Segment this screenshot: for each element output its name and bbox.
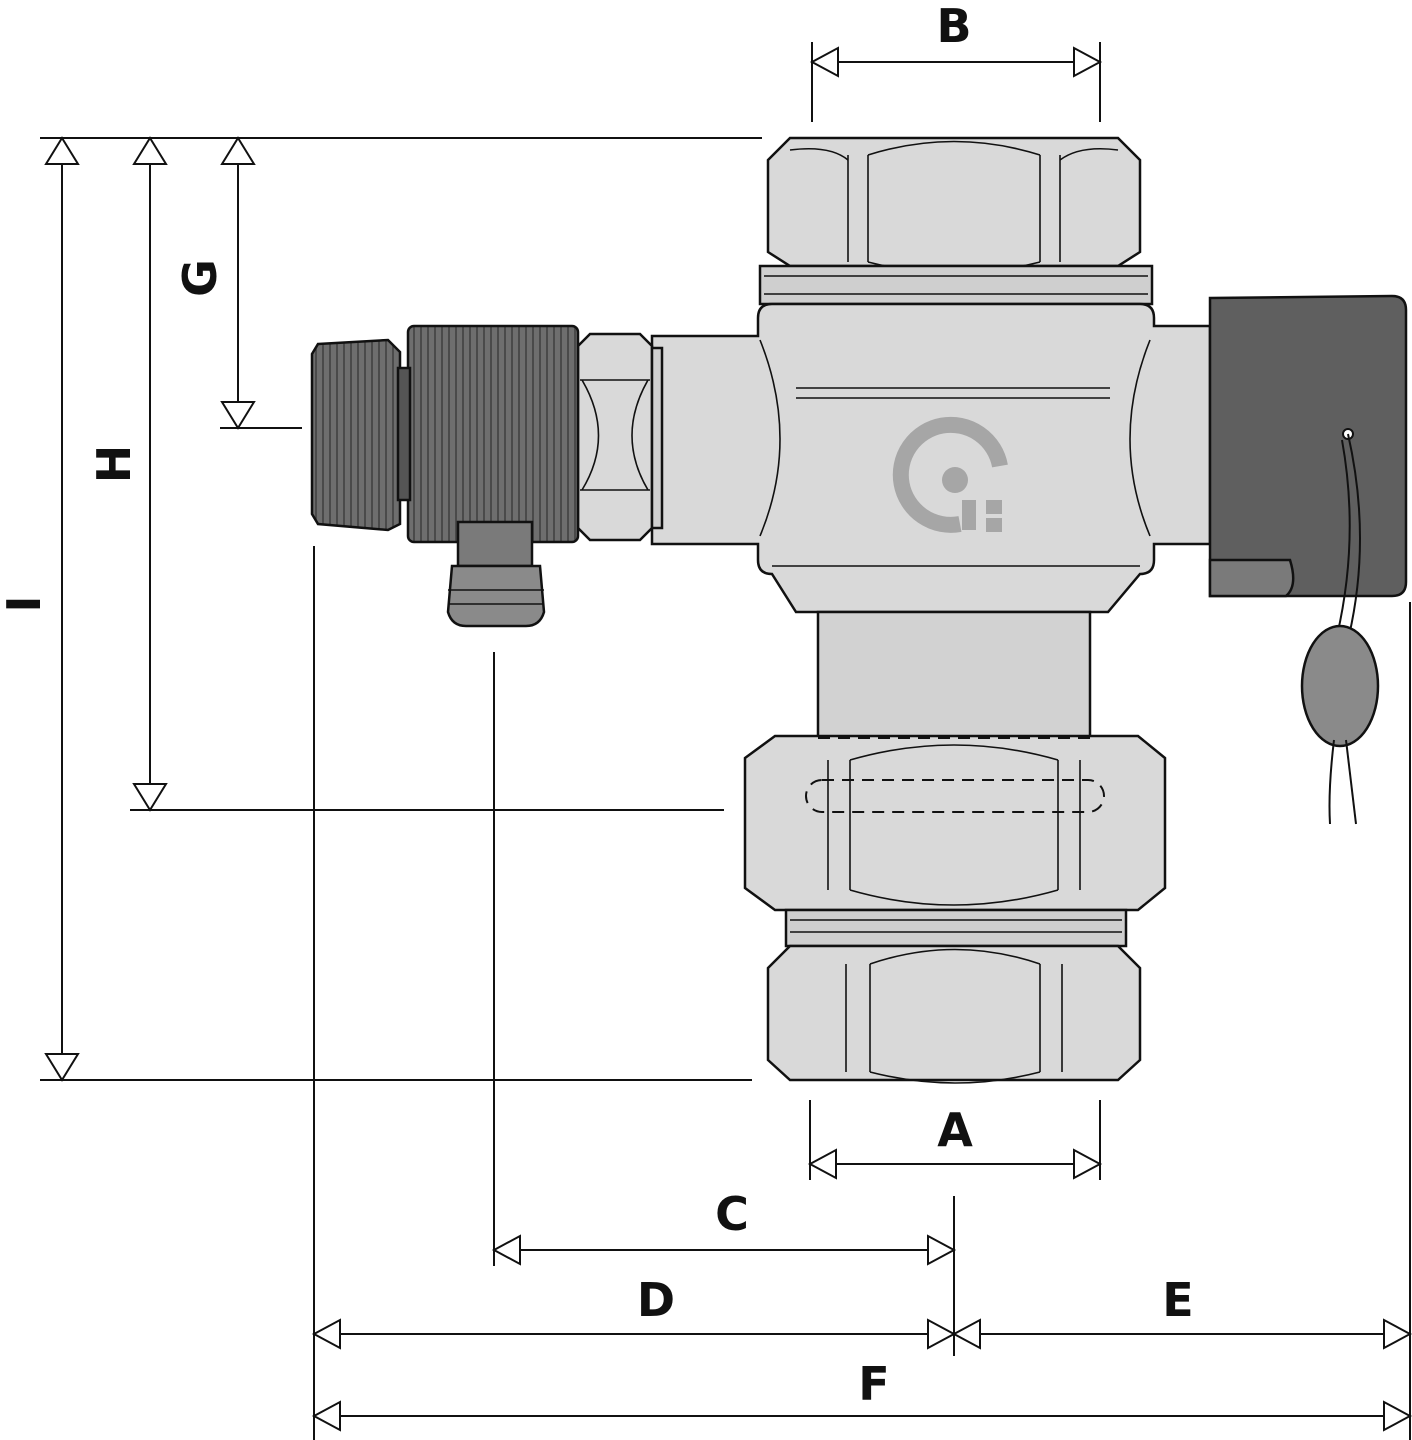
main-body (650, 302, 1212, 614)
dimension-lines (40, 42, 1412, 1440)
bleed-cap (310, 338, 412, 532)
top-hex-nut (766, 136, 1142, 274)
dimension-label-b: B (936, 0, 971, 53)
lower-pipe (816, 610, 1092, 740)
dimension-labels: B A C D E F G H I (0, 0, 1194, 1411)
dimension-label-d: D (637, 1273, 675, 1327)
dimension-label-c: C (715, 1187, 749, 1241)
dimension-label-e: E (1162, 1273, 1193, 1327)
dimension-label-f: F (858, 1357, 889, 1411)
dimension-label-g: G (173, 259, 227, 297)
side-hex-fitting (576, 332, 664, 542)
dimension-label-a: A (937, 1103, 973, 1157)
drain-spout (446, 520, 546, 628)
manufacturer-logo-icon (892, 416, 1008, 533)
bottom-hex-nut (766, 944, 1142, 1084)
thread-ring (784, 908, 1128, 948)
lower-union-nut (743, 734, 1167, 912)
valve-body (650, 136, 1212, 1084)
dimension-label-h: H (87, 445, 141, 484)
temperature-sensor-icon (1208, 294, 1408, 825)
dimension-label-i: I (0, 595, 51, 612)
bleed-valve-assembly (310, 324, 664, 628)
top-collar (758, 264, 1154, 306)
knurled-body (406, 324, 580, 544)
